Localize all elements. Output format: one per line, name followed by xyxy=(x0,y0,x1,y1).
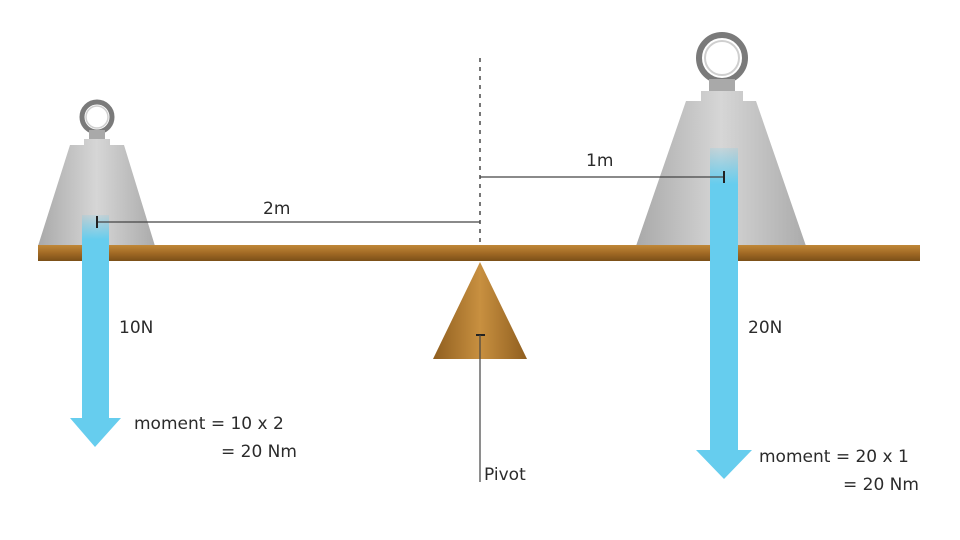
right-force-label: 20N xyxy=(748,318,782,338)
right-moment-line2: = 20 Nm xyxy=(843,475,919,495)
right-moment-line1: moment = 20 x 1 xyxy=(759,447,909,467)
pivot-triangle xyxy=(433,262,527,359)
lever-beam xyxy=(38,245,920,261)
pivot-label: Pivot xyxy=(484,465,526,485)
left-force-arrow xyxy=(70,215,121,447)
left-weight xyxy=(38,99,155,246)
right-force-arrow xyxy=(696,148,752,479)
left-distance-label: 2m xyxy=(263,199,290,219)
right-distance-label: 1m xyxy=(586,151,613,171)
left-moment-line1: moment = 10 x 2 xyxy=(134,414,284,434)
left-force-label: 10N xyxy=(119,318,153,338)
left-moment-line2: = 20 Nm xyxy=(221,442,297,462)
